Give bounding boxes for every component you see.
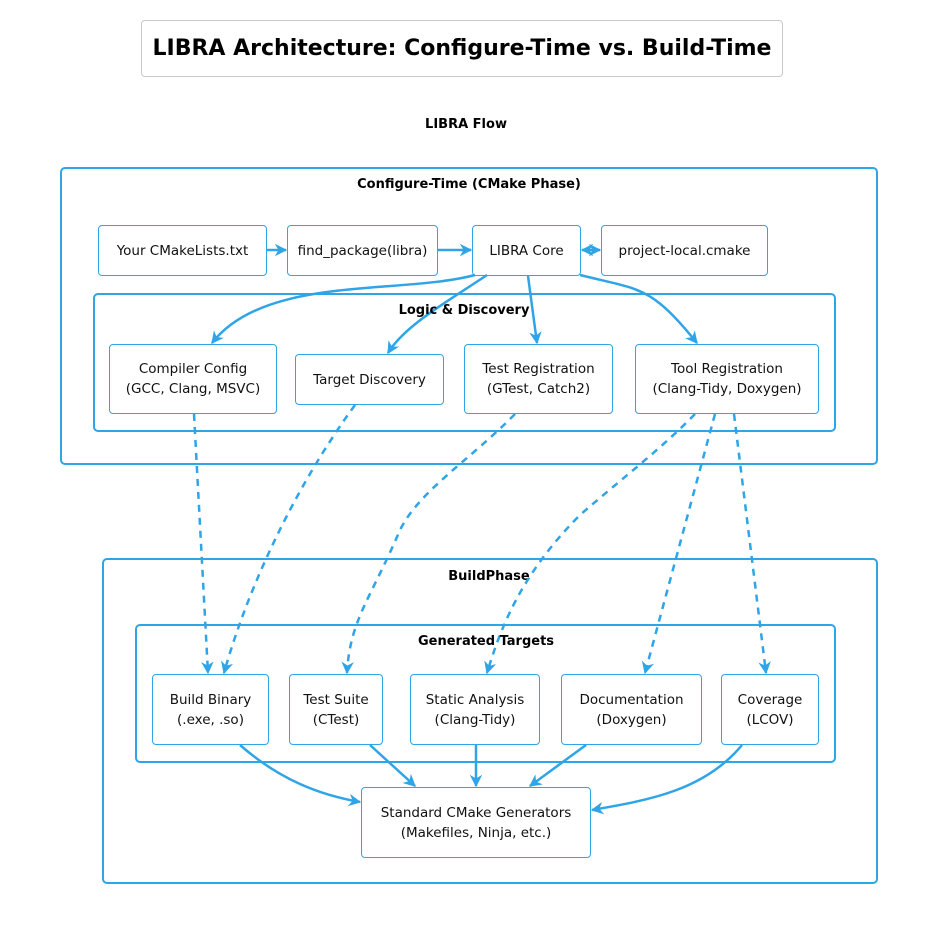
node-compiler-config: Compiler Config (GCC, Clang, MSVC) [109, 344, 277, 414]
node-sublabel: (GCC, Clang, MSVC) [125, 381, 261, 397]
node-sublabel: (Doxygen) [596, 711, 667, 728]
node-test-suite: Test Suite (CTest) [289, 674, 383, 745]
node-libra-core: LIBRA Core [472, 225, 581, 276]
generated-cluster-label: Generated Targets [417, 634, 555, 649]
node-label: Target Discovery [313, 371, 426, 388]
node-sublabel: (Makefiles, Ninja, etc.) [400, 824, 552, 841]
node-coverage: Coverage (LCOV) [721, 674, 819, 745]
node-label: Your CMakeLists.txt [116, 242, 249, 259]
node-label: Static Analysis [425, 691, 525, 708]
node-sublabel: (Clang-Tidy, Doxygen) [652, 381, 802, 397]
node-project-local: project-local.cmake [601, 225, 768, 276]
node-label: Build Binary [169, 691, 252, 708]
node-build-binary: Build Binary (.exe, .so) [152, 674, 269, 745]
node-label: Test Registration [482, 361, 595, 377]
node-cmake-generators: Standard CMake Generators (Makefiles, Nin… [361, 787, 591, 858]
node-label: LIBRA Core [489, 242, 564, 259]
node-sublabel: (CTest) [312, 711, 360, 728]
node-tool-registration: Tool Registration (Clang-Tidy, Doxygen) [635, 344, 819, 414]
node-documentation: Documentation (Doxygen) [561, 674, 702, 745]
node-find-package: find_package(libra) [287, 225, 438, 276]
node-static-analysis: Static Analysis (Clang-Tidy) [410, 674, 540, 745]
node-label: Coverage [737, 691, 803, 708]
node-label: find_package(libra) [297, 242, 428, 259]
node-target-discovery: Target Discovery [295, 354, 444, 405]
node-sublabel: (Clang-Tidy) [434, 711, 516, 728]
node-label: Documentation [579, 691, 684, 708]
node-sublabel: (GTest, Catch2) [486, 381, 591, 397]
flow-label: LIBRA Flow [425, 117, 507, 132]
node-sublabel: (LCOV) [746, 711, 794, 728]
node-test-registration: Test Registration (GTest, Catch2) [464, 344, 613, 414]
node-label: project-local.cmake [618, 242, 751, 259]
node-cmakelists: Your CMakeLists.txt [98, 225, 267, 276]
logic-cluster-label: Logic & Discovery [398, 303, 530, 318]
node-label: Standard CMake Generators [380, 804, 572, 821]
node-label: Compiler Config [138, 361, 248, 377]
node-sublabel: (.exe, .so) [177, 711, 244, 728]
configure-cluster-label: Configure-Time (CMake Phase) [357, 177, 581, 192]
diagram-title: LIBRA Architecture: Configure-Time vs. B… [141, 20, 783, 77]
node-label: Tool Registration [671, 361, 783, 377]
build-cluster-label: BuildPhase [448, 569, 530, 584]
node-label: Test Suite [303, 691, 369, 708]
